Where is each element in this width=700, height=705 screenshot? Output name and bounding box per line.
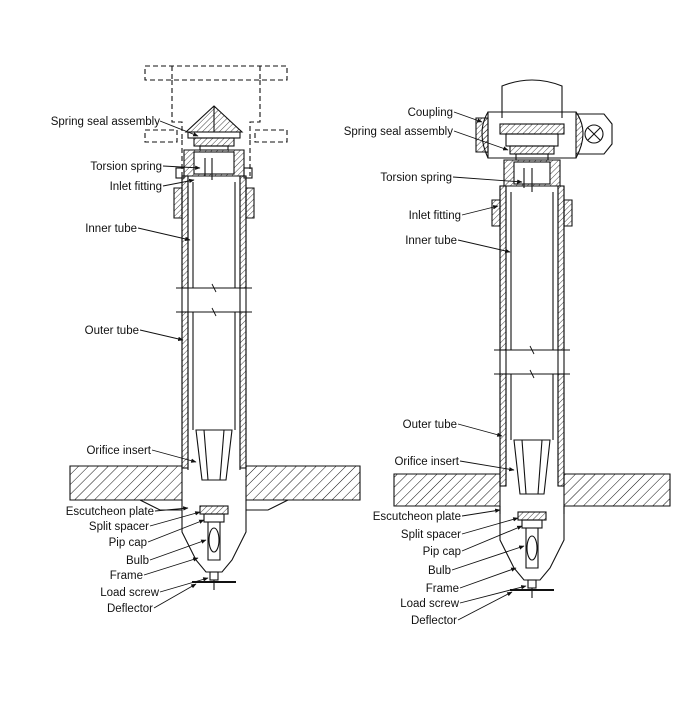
right-label-bulb: Bulb — [428, 565, 451, 577]
left-label-inlet-fitting: Inlet fitting — [110, 181, 162, 193]
left-label-frame: Frame — [110, 570, 143, 582]
left-break-lines — [176, 283, 252, 317]
right-label-orifice-insert: Orifice insert — [394, 456, 459, 468]
right-label-spring-seal-assembly: Spring seal assembly — [344, 126, 454, 138]
left-sprinkler-head — [181, 500, 247, 590]
right-label-inlet-fitting: Inlet fitting — [409, 210, 461, 222]
right-label-load-screw: Load screw — [400, 598, 460, 610]
right-label-frame: Frame — [426, 583, 459, 595]
right-sprinkler-head — [499, 506, 565, 598]
left-labels: Spring seal assembly Torsion spring Inle… — [51, 116, 162, 615]
right-label-torsion-spring: Torsion spring — [380, 172, 452, 184]
left-label-outer-tube: Outer tube — [85, 325, 139, 337]
right-orifice-insert — [513, 439, 551, 495]
right-sprinkler-drawing — [393, 79, 671, 598]
left-leader-lines — [137, 120, 209, 609]
right-break-lines — [494, 345, 570, 379]
right-labels: Coupling Spring seal assembly Torsion sp… — [344, 107, 461, 627]
left-label-spring-seal-assembly: Spring seal assembly — [51, 116, 161, 128]
right-label-coupling: Coupling — [408, 107, 453, 119]
left-tee-fitting — [144, 65, 288, 176]
left-label-load-screw: Load screw — [100, 587, 160, 599]
left-ceiling-slab — [69, 465, 361, 501]
left-sprinkler-drawing — [69, 65, 361, 590]
left-outer-tube — [173, 175, 255, 470]
right-label-outer-tube: Outer tube — [403, 419, 457, 431]
left-label-inner-tube: Inner tube — [85, 223, 137, 235]
left-label-bulb: Bulb — [126, 555, 149, 567]
right-label-escutcheon-plate: Escutcheon plate — [373, 511, 461, 523]
left-label-deflector: Deflector — [107, 603, 153, 615]
right-label-split-spacer: Split spacer — [401, 529, 461, 541]
left-label-pip-cap: Pip cap — [109, 537, 147, 549]
right-ceiling-slab — [393, 473, 671, 507]
right-label-inner-tube: Inner tube — [405, 235, 457, 247]
right-coupling — [475, 111, 613, 159]
right-leader-lines — [451, 111, 527, 621]
left-label-escutcheon-plate: Escutcheon plate — [66, 506, 154, 518]
right-label-pip-cap: Pip cap — [423, 546, 461, 558]
left-orifice-insert — [195, 429, 233, 481]
left-spring-seal-assembly — [184, 105, 244, 151]
right-supply-pipe — [501, 79, 563, 118]
left-label-split-spacer: Split spacer — [89, 521, 149, 533]
left-label-torsion-spring: Torsion spring — [90, 161, 162, 173]
right-label-deflector: Deflector — [411, 615, 457, 627]
left-label-orifice-insert: Orifice insert — [86, 445, 151, 457]
right-outer-tube — [491, 185, 573, 487]
left-escutcheon-plate — [139, 499, 289, 511]
right-inlet-fitting — [503, 159, 561, 192]
